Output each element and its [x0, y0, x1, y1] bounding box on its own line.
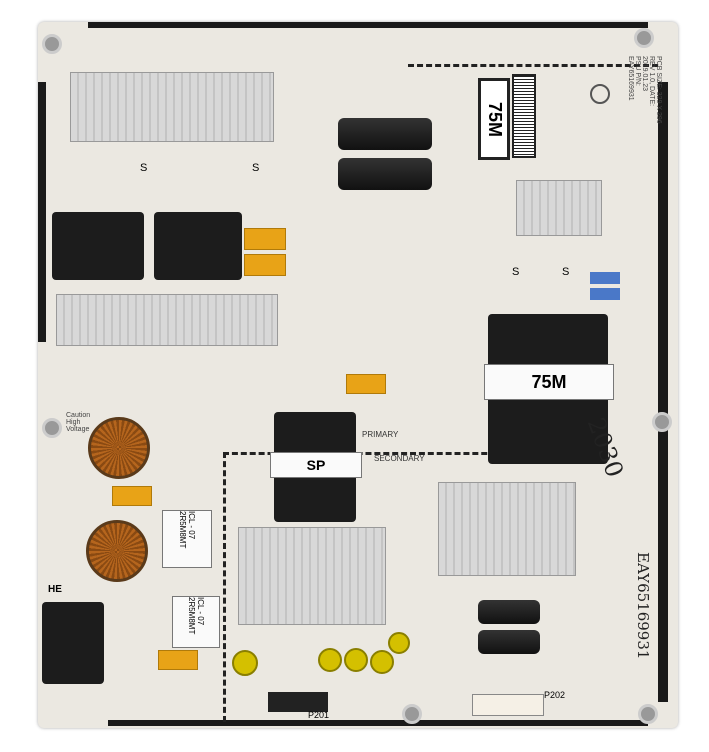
mounting-hole — [652, 412, 672, 432]
y-capacitor — [346, 374, 386, 394]
icl-label: ICL - 07 2R5M8MT — [162, 510, 212, 568]
mounting-hole — [638, 704, 658, 724]
primary-label: PRIMARY — [362, 430, 399, 439]
board-edge-bottom — [108, 720, 648, 726]
psu-pn-text: PSU P/N: EAY65169931 — [627, 56, 641, 101]
toroid-coil — [86, 520, 148, 582]
s-mark: S — [562, 266, 570, 278]
connector-p201 — [268, 692, 328, 712]
electrolytic-capacitor — [370, 650, 394, 674]
input-filter — [42, 602, 104, 684]
model-label: 75M — [484, 101, 505, 137]
blue-capacitor — [590, 272, 620, 284]
lg-logo — [590, 84, 610, 104]
s-mark: S — [140, 162, 148, 174]
power-supply-board: 75M SP ICL - 07 2R5M8MT ICL - 07 2R5M8MT… — [38, 22, 678, 728]
secondary-label: SECONDARY — [374, 454, 425, 463]
heatsink — [238, 527, 386, 625]
s-mark: S — [512, 266, 520, 278]
electrolytic-capacitor — [318, 648, 342, 672]
mounting-hole — [42, 34, 62, 54]
transformer-label: 75M — [484, 364, 614, 400]
main-transformer: 75M — [484, 314, 614, 464]
y-capacitor — [112, 486, 152, 506]
barcode-sticker — [512, 74, 536, 158]
y-capacitor — [244, 228, 286, 250]
isolation-line — [223, 452, 226, 722]
icl-label: ICL - 07 2R5M8MT — [172, 596, 220, 648]
p202-label: P202 — [544, 690, 566, 700]
s-mark: S — [252, 162, 260, 174]
heatsink — [70, 72, 274, 142]
y-capacitor — [158, 650, 198, 670]
heatsink — [438, 482, 576, 576]
transformer — [154, 212, 242, 280]
isolation-line — [223, 452, 603, 455]
blue-capacitor — [590, 288, 620, 300]
electrolytic-capacitor — [478, 630, 540, 654]
electrolytic-capacitor — [388, 632, 410, 654]
board-edge-right — [658, 82, 668, 702]
electrolytic-capacitor — [478, 600, 540, 624]
standby-transformer: SP — [270, 412, 362, 522]
heatsink — [516, 180, 602, 236]
board-edge-top — [88, 22, 648, 28]
board-edge-left — [38, 82, 46, 342]
heatsink — [56, 294, 278, 346]
he-label: HE — [48, 584, 62, 595]
electrolytic-capacitor — [232, 650, 258, 676]
mounting-hole — [402, 704, 422, 724]
bulk-capacitor — [338, 118, 432, 150]
y-capacitor — [244, 254, 286, 276]
toroid-coil — [88, 417, 150, 479]
mounting-hole — [634, 28, 654, 48]
handwritten-part-number: EAY65169931 — [634, 552, 652, 660]
electrolytic-capacitor — [344, 648, 368, 672]
high-voltage-caution: Caution High Voltage — [66, 412, 91, 433]
model-label-box: 75M — [478, 78, 510, 160]
isolation-line — [408, 64, 658, 67]
mounting-hole — [42, 418, 62, 438]
pcb-info: PCB SIZE: 329 X 296 REV 1.0, DATE: 2019.… — [627, 56, 662, 126]
bulk-capacitor — [338, 158, 432, 190]
transformer-label: SP — [270, 452, 362, 478]
connector-p202 — [472, 694, 544, 716]
pcb-rev-text: REV 1.0, DATE: 2019.01.23 — [641, 56, 655, 107]
transformer — [52, 212, 144, 280]
pcb-size-text: PCB SIZE: 329 X 296 — [655, 56, 662, 124]
p201-label: P201 — [308, 710, 330, 720]
